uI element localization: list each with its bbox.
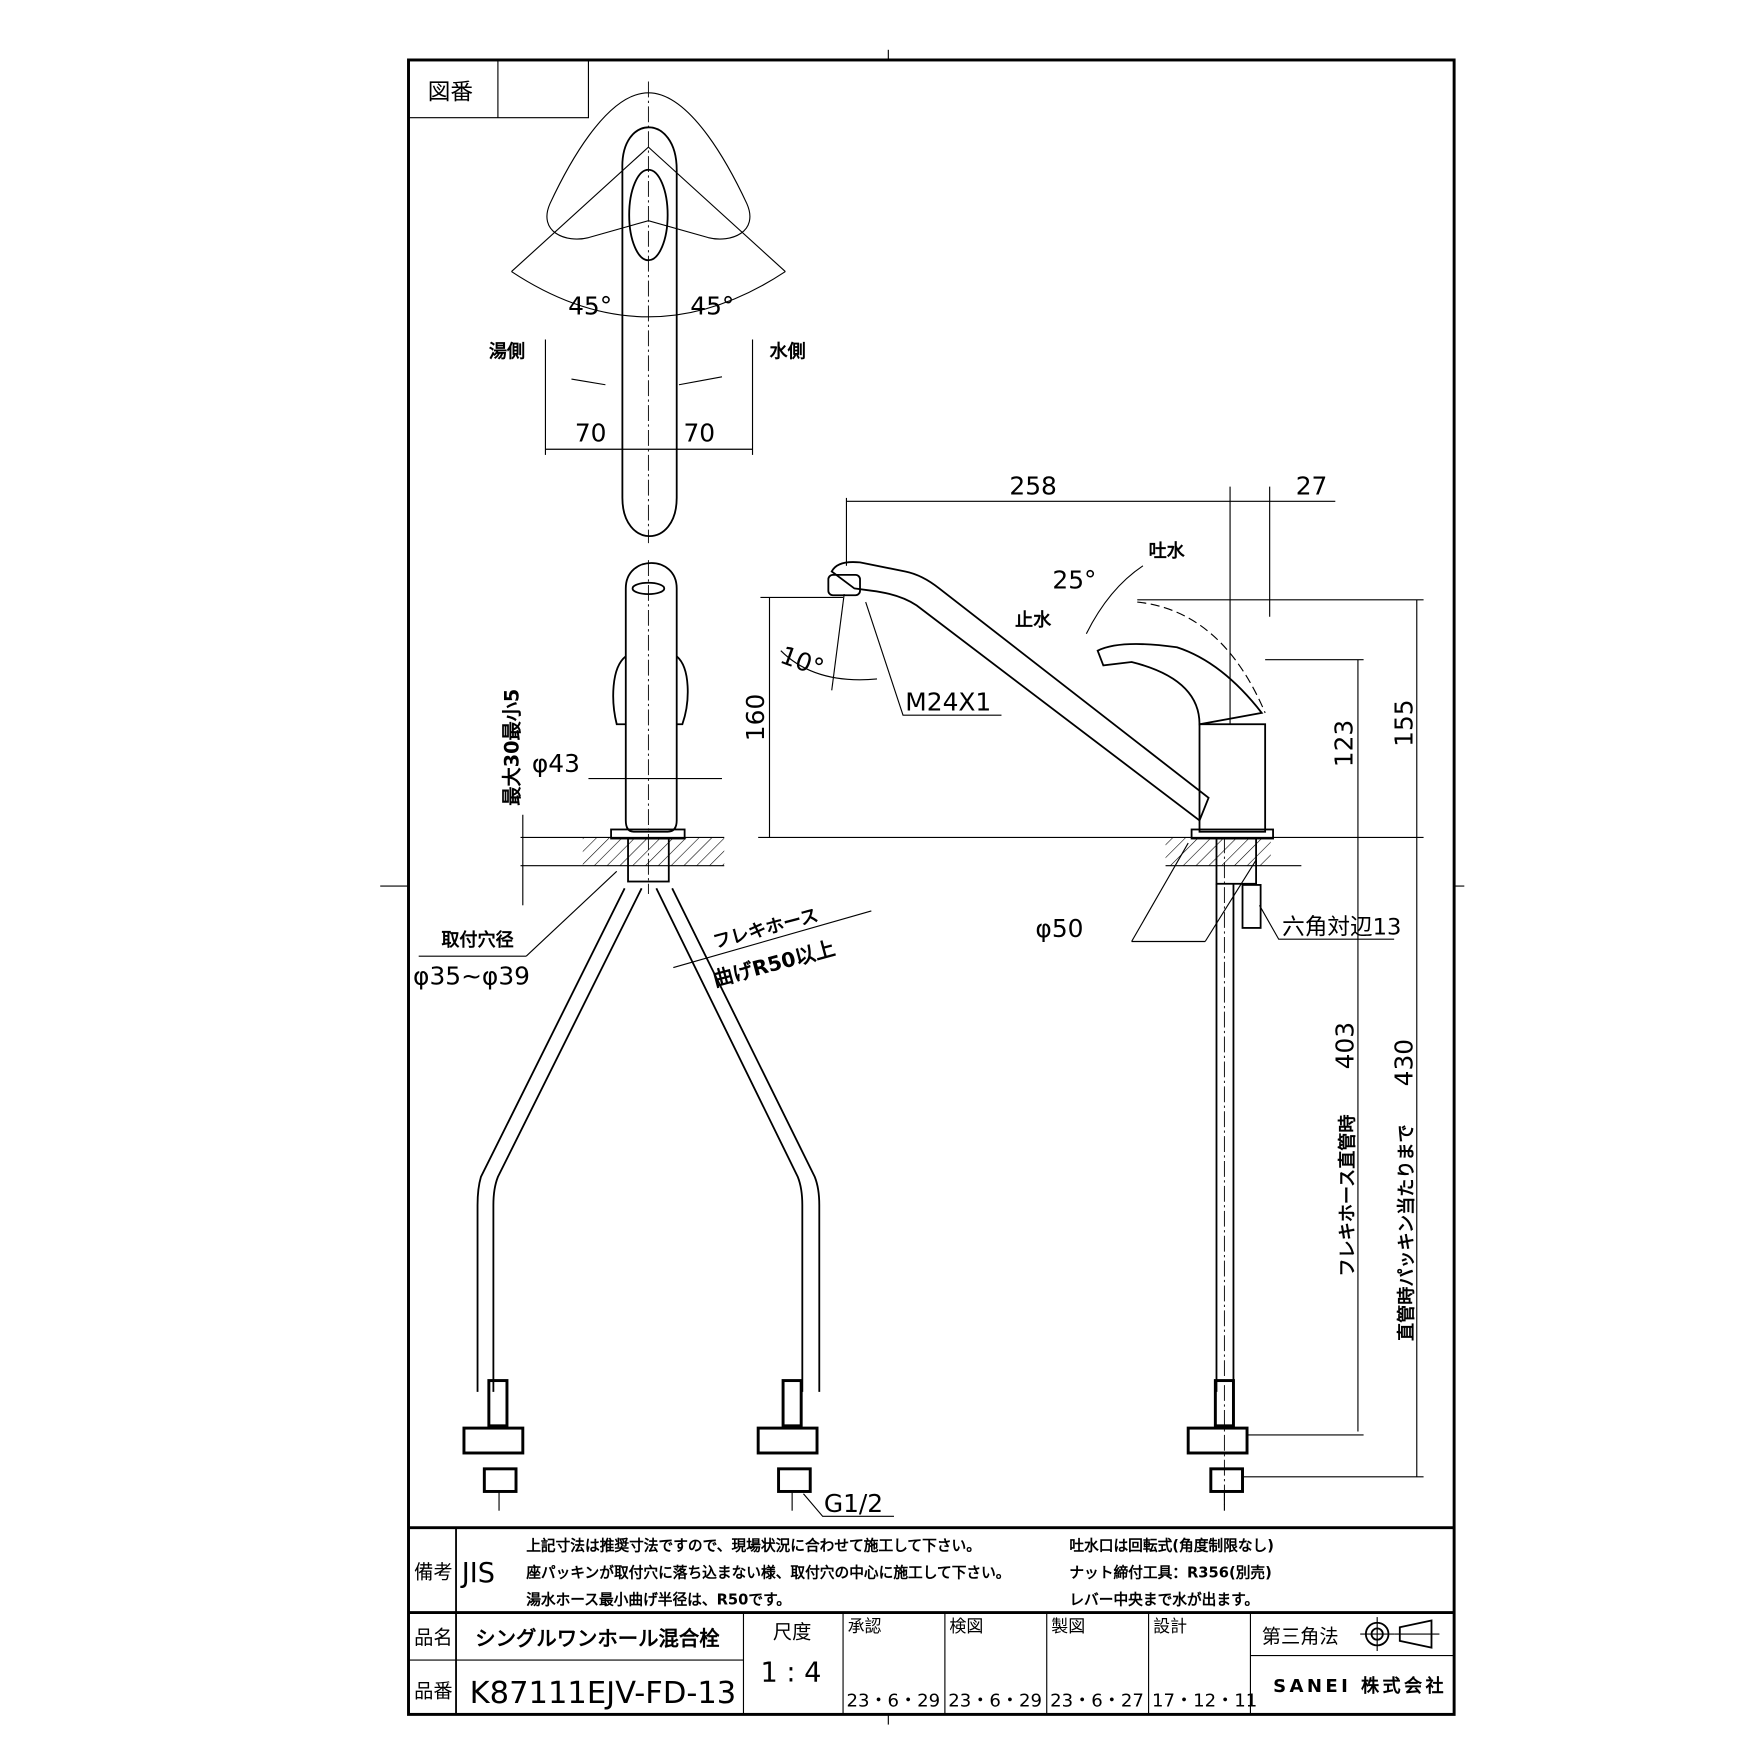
- thread-g12-label: G1/2: [824, 1489, 883, 1518]
- dim-155: 155: [1389, 699, 1418, 746]
- lever-angle-label: 25°: [1052, 565, 1096, 594]
- note-left-2: 座パッキンが取付穴に落ち込まない様、取付穴の中心に施工して下さい。: [525, 1563, 1010, 1581]
- cold-side-label: 水側: [769, 341, 805, 363]
- mount-hole-label: 取付穴径: [441, 929, 513, 951]
- note-left-3: 湯水ホース最小曲げ半径は、R50です。: [526, 1591, 791, 1609]
- design-date: 17・12・11: [1152, 1690, 1257, 1711]
- standard-label: JIS: [460, 1558, 495, 1589]
- valve-left: [462, 1379, 525, 1511]
- note-right-2: ナット締付工具：R356(別売): [1069, 1563, 1271, 1581]
- drawing-number-label: 図番: [428, 80, 473, 106]
- product-name: シングルワンホール混合栓: [475, 1626, 720, 1650]
- product-number-label: 品番: [414, 1679, 452, 1702]
- angle-right-label: 45°: [690, 292, 734, 321]
- dim-258: 258: [1009, 472, 1056, 501]
- note-right-1: 吐水口は回転式(角度制限なし): [1069, 1536, 1274, 1554]
- front-view: 最大30最小5 φ43 取付穴径 φ35~φ39 フレキホース 曲げR50以上 …: [413, 560, 894, 1518]
- counter-thickness-label: 最大30最小5: [500, 689, 523, 806]
- hose-side: [1215, 883, 1235, 1392]
- product-name-label: 品名: [414, 1626, 452, 1649]
- spout-off-label: 止水: [1015, 609, 1052, 631]
- lever-side: [1096, 643, 1264, 726]
- dim-403: 403: [1330, 1022, 1359, 1069]
- lever-plan-outline: [621, 126, 678, 537]
- hose-straight-label: フレキホース直管時: [1336, 1115, 1358, 1277]
- projection-label: 第三角法: [1262, 1625, 1339, 1648]
- spout-on-label: 吐水: [1149, 540, 1186, 562]
- packing-label: 直管時パッキン当たりまで: [1395, 1124, 1417, 1341]
- approval-role: 承認: [848, 1617, 882, 1637]
- body-side: [1198, 723, 1267, 833]
- sheet-frame: [380, 49, 1465, 1725]
- dim-430: 430: [1389, 1039, 1418, 1086]
- valve-right: [756, 1379, 819, 1511]
- valve-side: [1186, 1379, 1424, 1511]
- dim-70-left: 70: [575, 418, 607, 447]
- remarks-label: 備考: [414, 1561, 452, 1584]
- drafting-role: 製図: [1051, 1617, 1085, 1637]
- drawing-number-box: 図番: [407, 59, 590, 119]
- diameter-43-label: φ43: [532, 749, 580, 778]
- angle-left-label: 45°: [568, 292, 612, 321]
- approval-date: 23・6・29: [846, 1690, 940, 1711]
- base-diameter-label: φ50: [1035, 914, 1083, 943]
- spout-tilt-label: 10°: [776, 640, 827, 682]
- check-role: 検図: [949, 1617, 983, 1637]
- company-name: SANEI 株式会社: [1273, 1675, 1447, 1697]
- third-angle-projection-icon: [1360, 1617, 1440, 1652]
- dim-27: 27: [1296, 472, 1328, 501]
- front-body: [624, 562, 678, 833]
- aerator-thread-label: M24X1: [905, 688, 991, 717]
- note-right-3: レバー中央まで水が出ます。: [1069, 1591, 1259, 1609]
- check-date: 23・6・29: [948, 1690, 1042, 1711]
- angle-arc: [511, 271, 786, 318]
- dim-123: 123: [1329, 720, 1358, 767]
- hot-side-label: 湯側: [489, 341, 525, 363]
- plan-view: 45° 45° 湯側 水側 70 70: [489, 81, 806, 544]
- hose-pair: [492, 887, 804, 1392]
- base-plan-outline: [546, 92, 751, 240]
- scale-value: 1 : 4: [760, 1658, 821, 1689]
- mount-hole-range: φ35~φ39: [413, 962, 530, 991]
- scale-label: 尺度: [773, 1621, 811, 1644]
- note-left-1: 上記寸法は推奨寸法ですので、現場状況に合わせて施工して下さい。: [526, 1536, 981, 1554]
- dim-70-right: 70: [683, 418, 715, 447]
- hex-nut-label: 六角対辺13: [1282, 915, 1401, 941]
- dim-160: 160: [741, 694, 770, 741]
- side-view: 258 27 25° 吐水 止水 10° M24X1 160 123 155: [741, 472, 1424, 1511]
- product-number: K87111EJV-FD-13: [470, 1676, 737, 1711]
- title-block: 備考 JIS 上記寸法は推奨寸法ですので、現場状況に合わせて施工して下さい。 座…: [408, 1526, 1455, 1715]
- spout-side: [830, 561, 1210, 822]
- hex-nut: [1241, 884, 1262, 929]
- design-role: 設計: [1153, 1617, 1187, 1637]
- drafting-date: 23・6・27: [1050, 1690, 1144, 1711]
